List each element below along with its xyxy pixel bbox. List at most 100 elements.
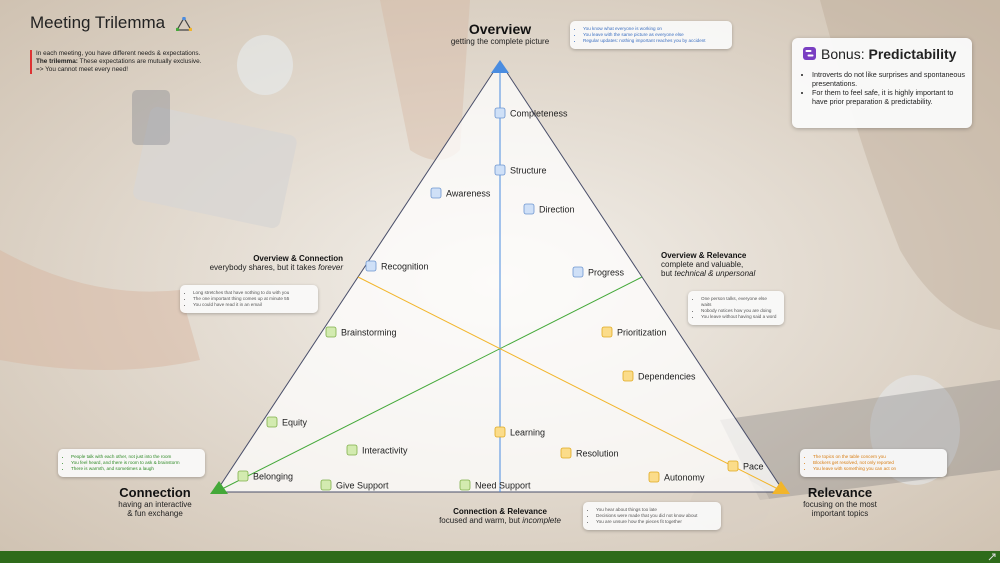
expand-icon[interactable] — [988, 553, 996, 561]
bonus-title-text: Predictability — [868, 46, 957, 62]
node-marker — [494, 164, 506, 176]
nodes-layer: CompletenessStructureAwarenessDirectionR… — [237, 107, 764, 491]
connection-relevance-bullet: You are unsure how the pieces fit togeth… — [596, 519, 715, 525]
connection-relevance-bullet: Decisions were made that you did not kno… — [596, 513, 715, 519]
node-label: Completeness — [510, 109, 568, 119]
node-interactivity: Interactivity — [346, 444, 408, 456]
overview-relevance-sub-1: complete and valuable, — [661, 260, 744, 269]
connection-relevance-subtitle: focused and warm, but incomplete — [410, 516, 590, 525]
relevance-subtitle-1: focusing on the most — [803, 500, 877, 509]
page-title: Meeting Trilemma — [30, 13, 192, 33]
connection-relevance-card: You hear about things too late Decisions… — [583, 502, 721, 530]
overview-connection-bullet: Long stretches that have nothing to do w… — [193, 290, 312, 296]
overview-bullet: Regular updates: nothing important reach… — [583, 38, 726, 44]
node-marker — [622, 370, 634, 382]
node-label: Pace — [743, 462, 764, 472]
connection-vertex-icon — [210, 481, 228, 494]
bonus-bullet: Introverts do not like surprises and spo… — [812, 70, 967, 88]
node-belonging: Belonging — [237, 470, 293, 482]
overview-connection-label: Overview & Connection everybody shares, … — [183, 254, 343, 272]
connection-relevance-sub-em: incomplete — [522, 516, 561, 525]
connection-subtitle-1: having an interactive — [118, 500, 192, 509]
node-marker — [648, 471, 660, 483]
calendar-toggle-icon — [803, 47, 816, 60]
node-awareness: Awareness — [430, 187, 491, 199]
intro-line-1: In each meeting, you have different need… — [36, 50, 201, 57]
overview-card: You know what everyone is working on You… — [570, 21, 732, 49]
overview-relevance-sub-prefix: but — [661, 269, 675, 278]
node-marker — [459, 479, 471, 491]
node-dependencies: Dependencies — [622, 370, 696, 382]
node-marker — [601, 326, 613, 338]
node-marker — [572, 266, 584, 278]
relevance-bullet: The topics on the table concern you — [813, 454, 941, 460]
overview-connection-sub-em: forever — [318, 263, 343, 272]
node-label: Recognition — [381, 262, 429, 272]
connection-card: People talk with each other, not just in… — [58, 449, 205, 477]
node-recognition: Recognition — [365, 260, 429, 272]
node-label: Autonomy — [664, 473, 705, 483]
node-label: Direction — [539, 205, 575, 215]
node-label: Brainstorming — [341, 328, 397, 338]
node-marker — [320, 479, 332, 491]
title-text: Meeting Trilemma — [30, 13, 166, 32]
overview-heading: Overview — [468, 21, 532, 37]
connection-relevance-heading: Connection & Relevance — [453, 507, 547, 516]
node-marker — [325, 326, 337, 338]
node-marker — [237, 470, 249, 482]
intro-trilemma-label: The trilemma: — [36, 58, 78, 65]
connection-subtitle-2: & fun exchange — [127, 509, 183, 518]
node-marker — [494, 107, 506, 119]
overview-relevance-label: Overview & Relevance complete and valuab… — [661, 251, 811, 278]
node-label: Dependencies — [638, 372, 696, 382]
bonus-card: Bonus: Predictability Introverts do not … — [792, 38, 972, 128]
node-structure: Structure — [494, 164, 547, 176]
bottom-bar — [0, 551, 1000, 563]
node-marker — [365, 260, 377, 272]
overview-relevance-sub-2: but technical & unpersonal — [661, 269, 811, 278]
relevance-heading-block: Relevance focusing on the most important… — [780, 485, 900, 518]
relevance-subtitle-2: important topics — [811, 509, 869, 518]
median-relevance — [357, 276, 785, 493]
relevance-bullet: You leave with something you can act on — [813, 466, 941, 472]
node-marker — [430, 187, 442, 199]
overview-bullet: You leave with the same picture as every… — [583, 32, 726, 38]
node-label: Prioritization — [617, 328, 667, 338]
overview-connection-subtitle: everybody shares, but it takes forever — [183, 263, 343, 272]
node-label: Progress — [588, 268, 625, 278]
bonus-prefix: Bonus: — [821, 46, 869, 62]
intro-line-3: => You cannot meet every need! — [36, 66, 129, 73]
overview-vertex-icon — [491, 60, 509, 73]
overview-relevance-sub-em: technical & unpersonal — [674, 269, 756, 278]
overview-connection-sub-prefix: everybody shares, but it takes — [209, 263, 319, 272]
node-resolution: Resolution — [560, 447, 619, 459]
connection-relevance-label: Connection & Relevance focused and warm,… — [410, 507, 590, 525]
overview-connection-heading: Overview & Connection — [253, 254, 343, 263]
connection-bullet: People talk with each other, not just in… — [71, 454, 199, 460]
node-marker — [727, 460, 739, 472]
connection-bullet: You feel heard, and there is room to ask… — [71, 460, 199, 466]
node-pace: Pace — [727, 460, 764, 472]
bonus-bullet: For them to feel safe, it is highly impo… — [812, 88, 967, 106]
node-label: Learning — [510, 428, 545, 438]
node-label: Awareness — [446, 189, 491, 199]
connection-heading: Connection — [119, 485, 191, 500]
node-autonomy: Autonomy — [648, 471, 705, 483]
node-marker — [560, 447, 572, 459]
connection-heading-block: Connection having an interactive & fun e… — [95, 485, 215, 518]
node-label: Equity — [282, 418, 308, 428]
overview-relevance-bullet: One person talks, everyone else waits — [701, 296, 778, 308]
intro-text: In each meeting, you have different need… — [30, 50, 246, 74]
node-learning: Learning — [494, 426, 545, 438]
overview-connection-bullet: You could have read it in an email — [193, 302, 312, 308]
relevance-card: The topics on the table concern you Bloc… — [800, 449, 947, 477]
node-label: Interactivity — [362, 446, 408, 456]
overview-relevance-card: One person talks, everyone else waits No… — [688, 291, 784, 325]
relevance-bullet: Blockers get resolved, not only reported — [813, 460, 941, 466]
overview-connection-card: Long stretches that have nothing to do w… — [180, 285, 318, 313]
overview-heading-block: Overview getting the complete picture — [430, 21, 570, 46]
node-label: Need Support — [475, 481, 531, 491]
node-marker — [523, 203, 535, 215]
overview-bullet: You know what everyone is working on — [583, 26, 726, 32]
